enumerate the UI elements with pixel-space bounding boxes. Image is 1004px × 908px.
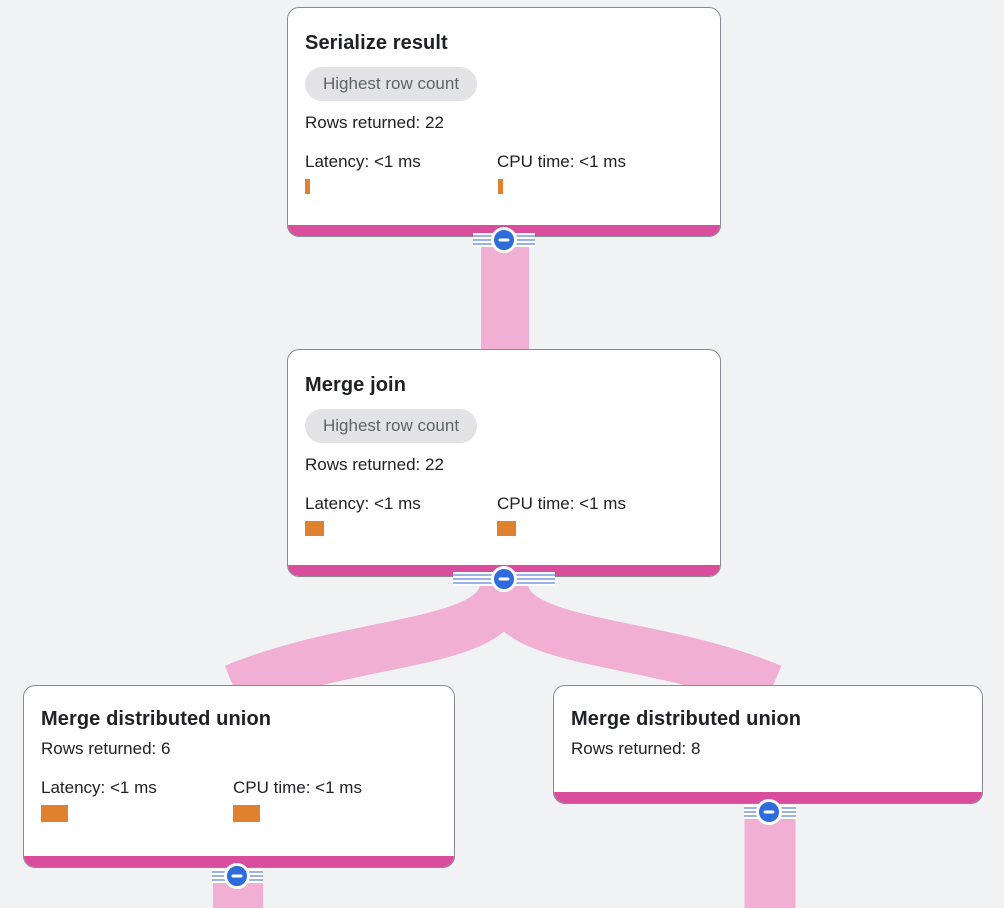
minus-collapse-icon[interactable] [491, 227, 517, 253]
node-title: Merge distributed union [571, 708, 802, 730]
plan-node-merge-distributed-union-right[interactable]: Merge distributed union Rows returned: 8 [553, 685, 983, 804]
minus-glyph [498, 577, 510, 581]
minus-glyph [763, 810, 775, 814]
rows-returned-text: Rows returned: 22 [305, 455, 444, 474]
node-title: Merge distributed union [41, 708, 272, 730]
node-footer-bar [24, 856, 454, 867]
cpu-time-metric: CPU time: <1 ms [497, 152, 689, 194]
cpu-time-bar [497, 521, 516, 536]
minus-collapse-icon[interactable] [756, 799, 782, 825]
latency-bar [305, 521, 324, 536]
node-footer-bar [554, 792, 982, 803]
latency-bar [305, 179, 310, 194]
minus-collapse-icon[interactable] [491, 566, 517, 592]
latency-label: Latency: <1 ms [41, 778, 157, 797]
latency-metric: Latency: <1 ms [305, 494, 497, 536]
cpu-time-label: CPU time: <1 ms [497, 152, 626, 171]
cpu-time-bar [498, 179, 503, 194]
highest-row-count-badge: Highest row count [305, 409, 478, 443]
rows-returned-text: Rows returned: 6 [41, 739, 171, 758]
minus-collapse-icon[interactable] [224, 863, 250, 889]
node-title: Serialize result [305, 32, 448, 54]
edge-mergejoin-to-right-union [480, 580, 782, 711]
cpu-time-bar [233, 805, 260, 822]
connector-serialize-result [473, 227, 535, 261]
cpu-time-metric: CPU time: <1 ms [233, 778, 425, 822]
minus-glyph [498, 238, 510, 242]
connector-merge-distributed-union-left [212, 863, 263, 897]
latency-bar [41, 805, 68, 822]
latency-label: Latency: <1 ms [305, 494, 421, 513]
cpu-time-label: CPU time: <1 ms [233, 778, 362, 797]
plan-node-serialize-result[interactable]: Serialize result Highest row count Rows … [287, 7, 721, 237]
node-title: Merge join [305, 374, 407, 396]
latency-label: Latency: <1 ms [305, 152, 421, 171]
latency-metric: Latency: <1 ms [41, 778, 233, 822]
cpu-time-label: CPU time: <1 ms [497, 494, 626, 513]
latency-metric: Latency: <1 ms [305, 152, 497, 194]
connector-merge-distributed-union-right [744, 799, 796, 833]
plan-node-merge-distributed-union-left[interactable]: Merge distributed union Rows returned: 6… [23, 685, 455, 868]
rows-returned-text: Rows returned: 22 [305, 113, 444, 132]
minus-glyph [231, 874, 243, 878]
highest-row-count-badge: Highest row count [305, 67, 478, 101]
cpu-time-metric: CPU time: <1 ms [497, 494, 689, 536]
rows-returned-text: Rows returned: 8 [571, 739, 701, 758]
connector-merge-join [453, 566, 555, 600]
plan-node-merge-join[interactable]: Merge join Highest row count Rows return… [287, 349, 721, 577]
